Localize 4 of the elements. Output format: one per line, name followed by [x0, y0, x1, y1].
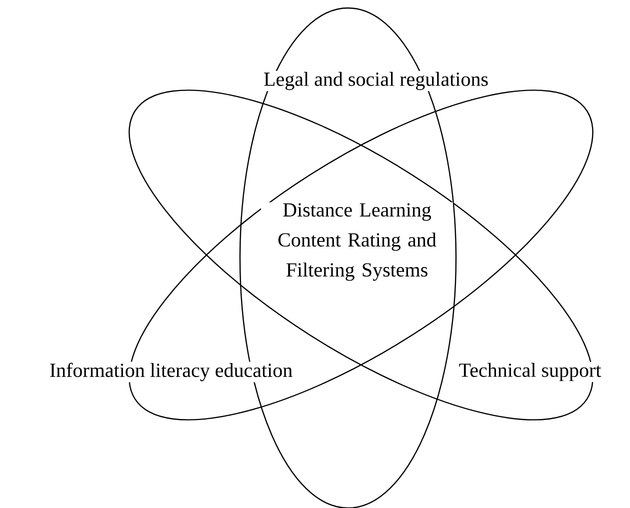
center-text: Distance Learning Content Rating and Filtering Systems: [261, 202, 453, 282]
node-label: Legal and social regulations: [262, 70, 490, 92]
node-label: Technical support: [458, 362, 602, 382]
node-label: Information literacy education: [48, 362, 294, 382]
